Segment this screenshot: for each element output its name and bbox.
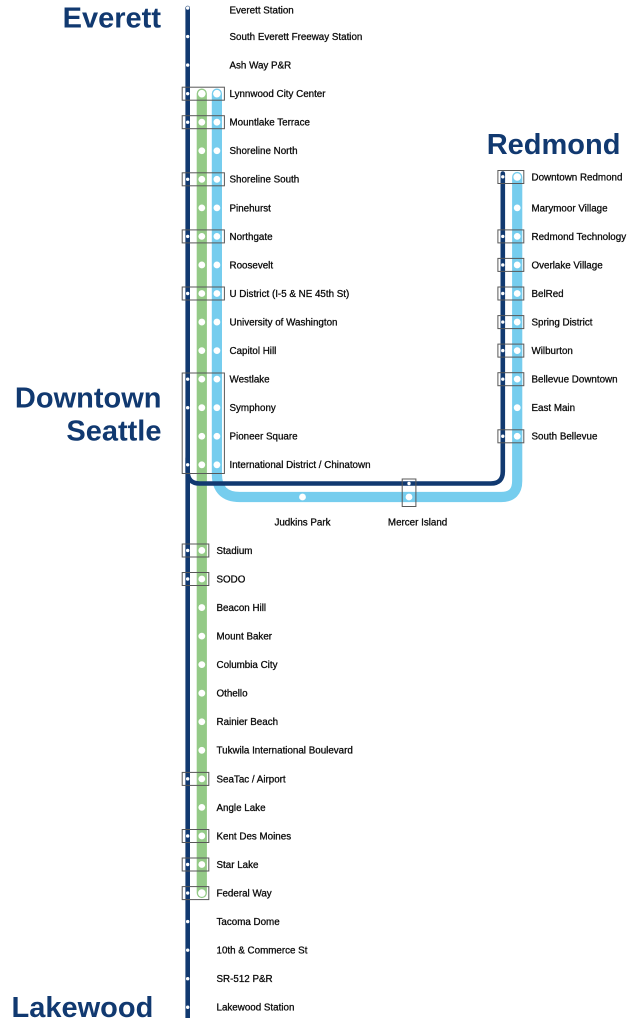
svg-text:Kent Des Moines: Kent Des Moines <box>217 831 292 842</box>
svg-text:Beacon Hill: Beacon Hill <box>217 603 267 614</box>
svg-text:Bellevue Downtown: Bellevue Downtown <box>532 375 618 386</box>
svg-text:Ash Way P&R: Ash Way P&R <box>230 61 292 72</box>
svg-text:International District / China: International District / Chinatown <box>230 460 371 471</box>
svg-text:Roosevelt: Roosevelt <box>230 260 274 271</box>
svg-text:Downtown Redmond: Downtown Redmond <box>532 172 623 183</box>
svg-text:Wilburton: Wilburton <box>532 346 573 357</box>
svg-text:Shoreline North: Shoreline North <box>230 146 298 157</box>
svg-text:Spring District: Spring District <box>532 317 593 328</box>
svg-text:Tukwila International Boulevar: Tukwila International Boulevard <box>217 746 353 757</box>
svg-text:East Main: East Main <box>532 403 576 414</box>
svg-text:U District (I-5 & NE 45th St): U District (I-5 & NE 45th St) <box>230 289 350 300</box>
svg-text:South Bellevue: South Bellevue <box>532 432 598 443</box>
svg-text:University of Washington: University of Washington <box>230 317 338 328</box>
svg-text:Lynnwood City Center: Lynnwood City Center <box>230 89 327 100</box>
svg-text:Mountlake Terrace: Mountlake Terrace <box>230 118 311 129</box>
svg-text:Federal Way: Federal Way <box>217 888 272 899</box>
svg-text:10th & Commerce St: 10th & Commerce St <box>217 946 308 957</box>
svg-text:Stadium: Stadium <box>217 546 253 557</box>
svg-text:Marymoor Village: Marymoor Village <box>532 203 609 214</box>
svg-text:Overlake Village: Overlake Village <box>532 260 604 271</box>
svg-text:Mercer Island: Mercer Island <box>388 518 447 529</box>
svg-text:Northgate: Northgate <box>230 232 274 243</box>
svg-text:Everett Station: Everett Station <box>230 5 294 16</box>
svg-text:Judkins Park: Judkins Park <box>274 518 330 529</box>
svg-text:Everett: Everett <box>63 3 162 35</box>
svg-text:BelRed: BelRed <box>532 289 564 300</box>
svg-text:Pioneer Square: Pioneer Square <box>230 432 299 443</box>
svg-text:Downtown: Downtown <box>15 382 162 414</box>
svg-text:Pinehurst: Pinehurst <box>230 203 272 214</box>
svg-text:SeaTac / Airport: SeaTac / Airport <box>217 774 286 785</box>
svg-text:Redmond: Redmond <box>487 129 621 161</box>
svg-text:SODO: SODO <box>217 574 246 585</box>
svg-text:Rainier Beach: Rainier Beach <box>217 717 279 728</box>
svg-text:SR-512 P&R: SR-512 P&R <box>217 974 273 985</box>
svg-text:Mount Baker: Mount Baker <box>217 632 273 643</box>
svg-text:Othello: Othello <box>217 689 249 700</box>
svg-text:Star Lake: Star Lake <box>217 860 259 871</box>
svg-text:Symphony: Symphony <box>230 403 276 414</box>
svg-text:Angle Lake: Angle Lake <box>217 803 267 814</box>
svg-text:Capitol Hill: Capitol Hill <box>230 346 277 357</box>
svg-text:Shoreline South: Shoreline South <box>230 175 300 186</box>
svg-text:Lakewood Station: Lakewood Station <box>217 1003 295 1014</box>
svg-text:Tacoma Dome: Tacoma Dome <box>217 917 281 928</box>
svg-text:Columbia City: Columbia City <box>217 660 278 671</box>
svg-text:Westlake: Westlake <box>230 375 271 386</box>
svg-text:Seattle: Seattle <box>66 415 161 447</box>
svg-text:Lakewood: Lakewood <box>12 992 154 1024</box>
svg-text:South Everett Freeway Station: South Everett Freeway Station <box>230 32 363 43</box>
svg-text:Redmond Technology: Redmond Technology <box>532 232 627 243</box>
